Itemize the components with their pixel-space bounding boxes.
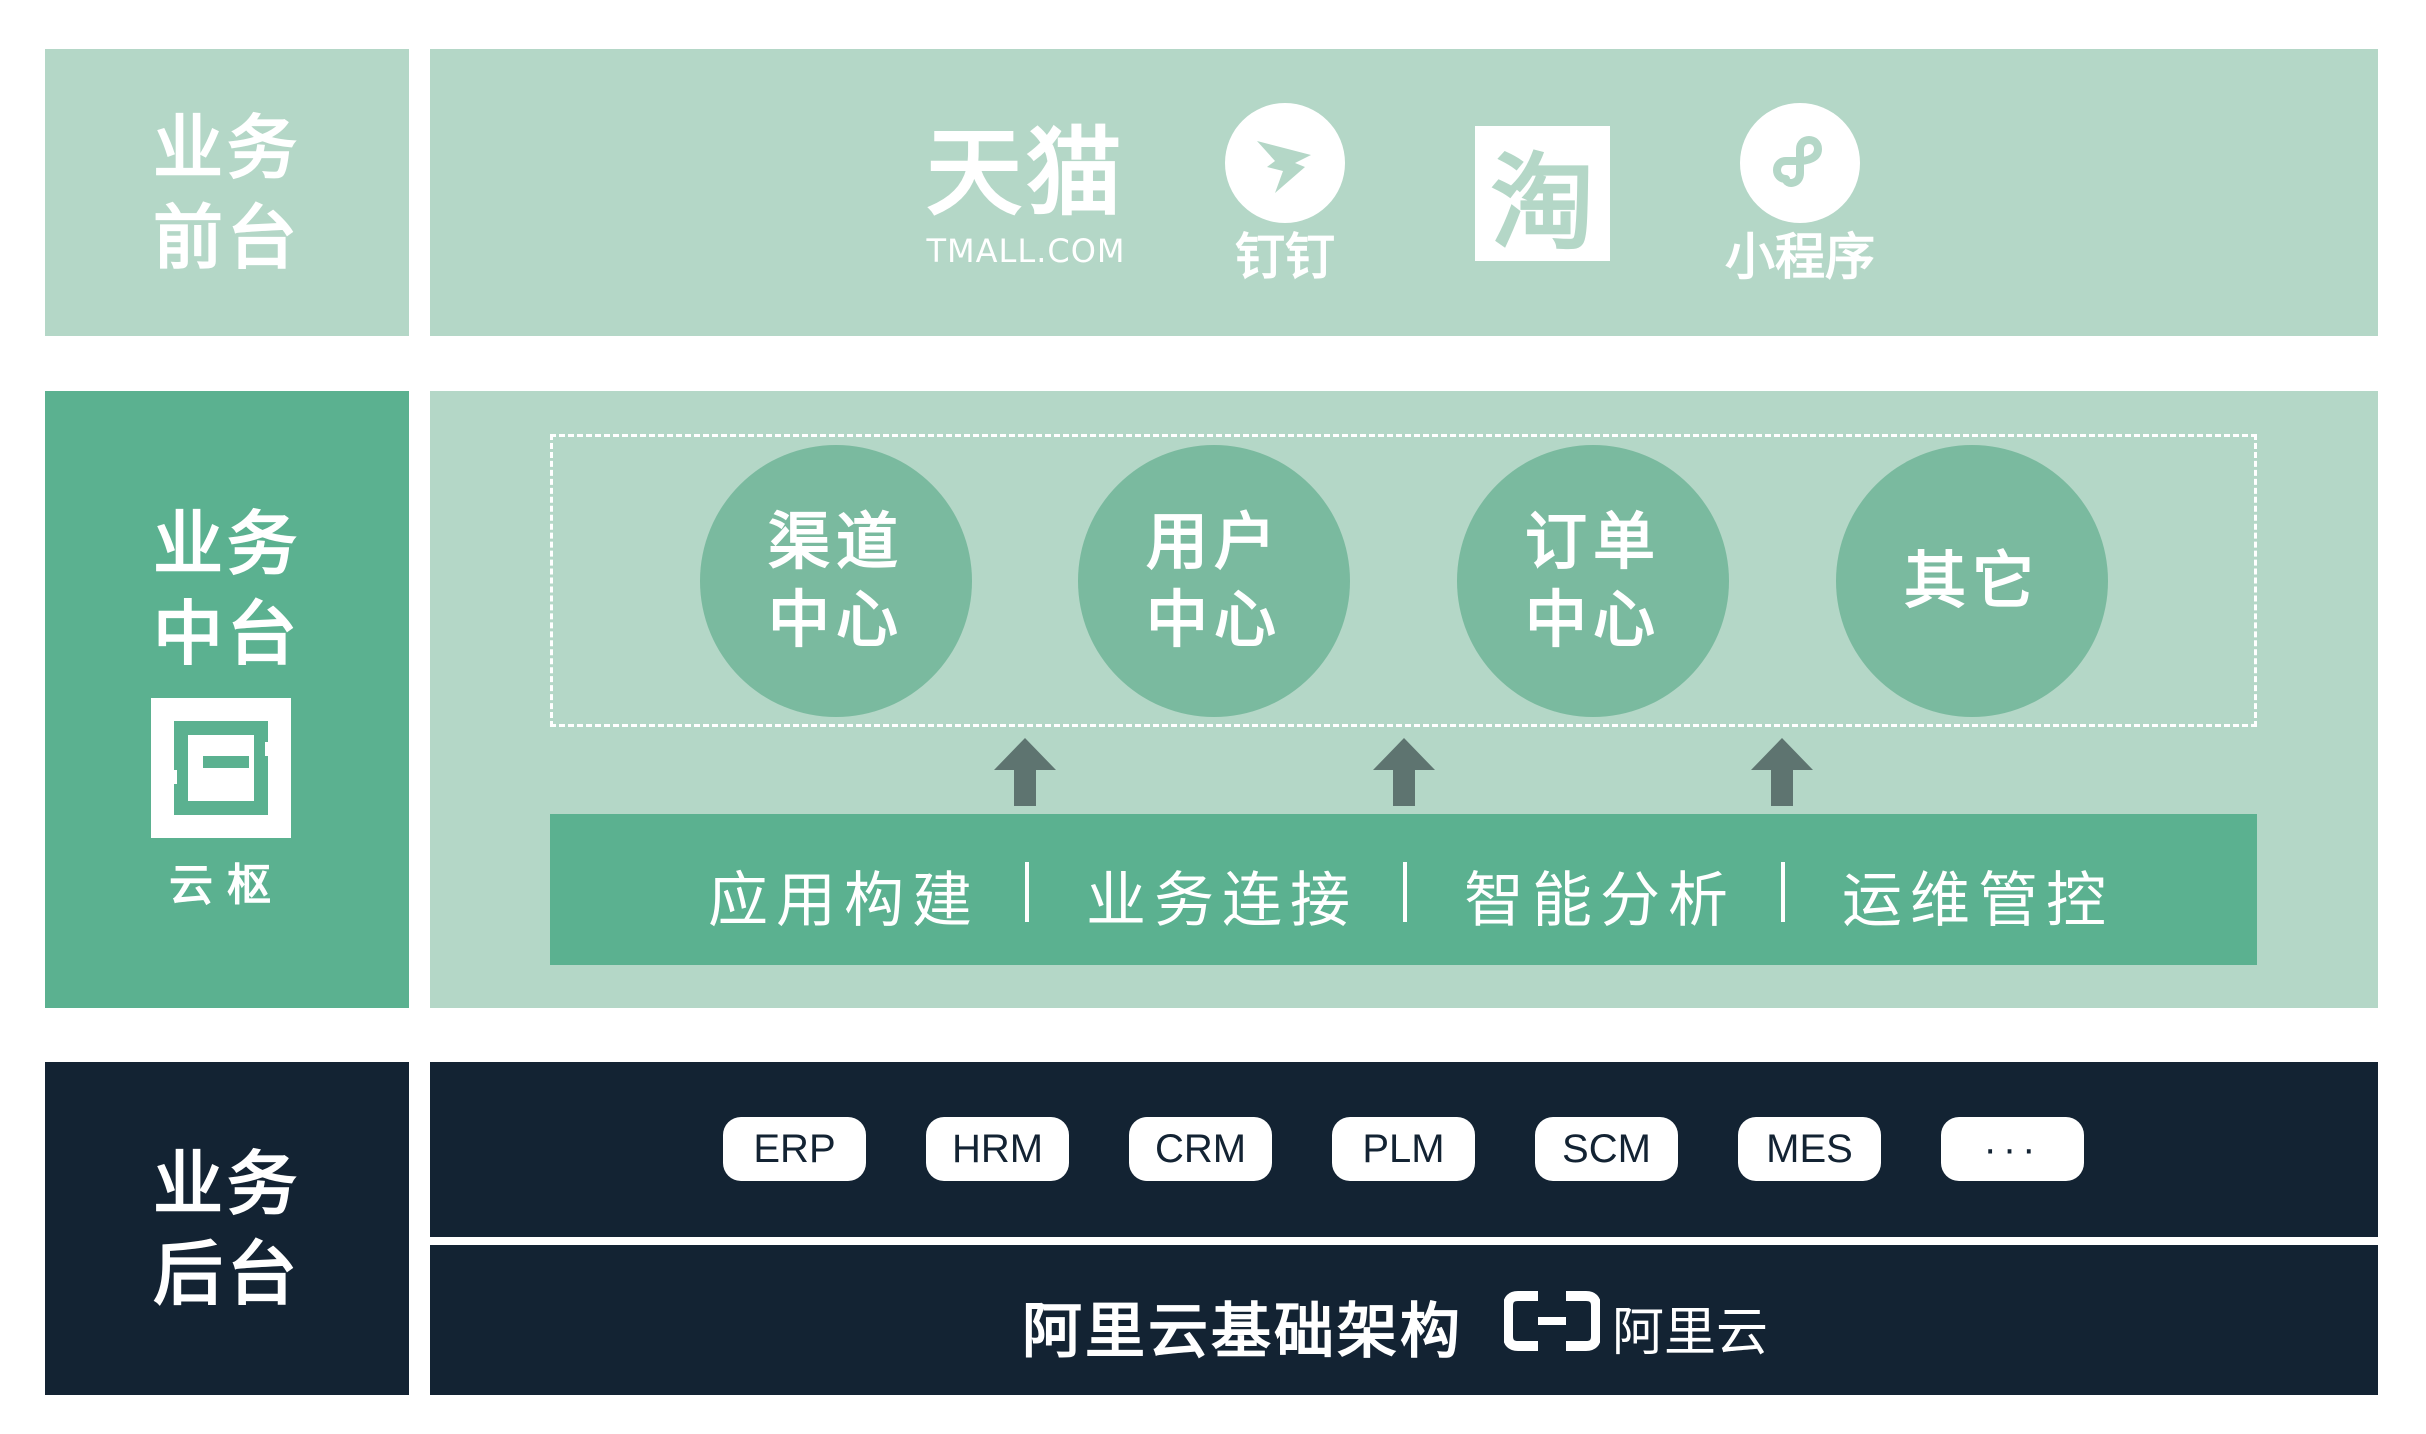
dingtalk-caption: 钉钉	[1235, 228, 1335, 286]
system-crm: CRM	[1129, 1117, 1272, 1181]
center-user-line1: 用户	[1145, 505, 1282, 578]
miniprogram-icon	[1740, 103, 1860, 223]
aliyun-logo-icon	[1504, 1291, 1600, 1351]
front-label-panel: 业务 前台	[45, 49, 409, 336]
yunshu-icon	[151, 721, 291, 815]
taobao-glyph: 淘	[1490, 142, 1595, 264]
miniprogram-caption: 小程序	[1725, 228, 1875, 286]
middle-label-line1: 业务	[153, 503, 301, 585]
center-channel: 渠道 中心	[700, 445, 972, 717]
back-label-line1: 业务	[153, 1142, 301, 1225]
system-scm: SCM	[1535, 1117, 1678, 1181]
center-order: 订单 中心	[1457, 445, 1729, 717]
tmall-logo: 天猫 TMALL.COM	[926, 118, 1126, 270]
aliyun-brand-text: 阿里云	[1612, 1303, 1769, 1363]
center-channel-line1: 渠道	[767, 505, 904, 578]
middle-label-line2: 中台	[153, 593, 301, 675]
middle-label-panel: 业务 中台 云枢	[45, 391, 409, 1008]
center-user: 用户 中心	[1078, 445, 1350, 717]
front-label-line2: 前台	[153, 196, 301, 279]
capability-separator	[1025, 862, 1029, 922]
back-label-line2: 后台	[153, 1232, 301, 1315]
center-order-line1: 订单	[1524, 505, 1661, 578]
capability-connect: 业务连接	[1086, 866, 1358, 936]
system-mes: MES	[1738, 1117, 1881, 1181]
center-other-line1: 其它	[1903, 544, 2040, 617]
capability-analytics: 智能分析	[1464, 866, 1736, 936]
dingtalk-logo: 钉钉	[1225, 103, 1345, 289]
capability-separator	[1403, 862, 1407, 922]
centers-group-outline	[550, 434, 2257, 727]
tmall-sub: TMALL.COM	[926, 232, 1126, 270]
front-content-panel	[430, 49, 2378, 336]
center-other: 其它	[1836, 445, 2108, 717]
infrastructure-label: 阿里云基础架构	[1022, 1297, 1463, 1367]
infrastructure-panel	[430, 1245, 2378, 1395]
system-hrm: HRM	[926, 1117, 1069, 1181]
center-channel-line2: 中心	[767, 583, 904, 656]
capability-build: 应用构建	[708, 866, 980, 936]
yunshu-caption: 云枢	[169, 860, 285, 911]
system-more: ···	[1941, 1117, 2084, 1181]
capability-separator	[1781, 862, 1785, 922]
system-erp: ERP	[723, 1117, 866, 1181]
up-arrow-icon	[1751, 738, 1813, 806]
capability-bar: 应用构建 业务连接 智能分析 运维管控	[550, 814, 2257, 965]
center-order-line2: 中心	[1524, 583, 1661, 656]
capability-ops: 运维管控	[1842, 866, 2114, 936]
yunshu-logo	[151, 698, 291, 838]
tmall-name: 天猫	[926, 117, 1126, 229]
system-plm: PLM	[1332, 1117, 1475, 1181]
up-arrow-icon	[1373, 738, 1435, 806]
miniprogram-logo: 小程序	[1700, 103, 1900, 289]
dingtalk-icon	[1225, 103, 1345, 223]
center-user-line2: 中心	[1145, 583, 1282, 656]
front-label-line1: 业务	[153, 106, 301, 189]
taobao-logo: 淘	[1475, 126, 1610, 264]
back-label-panel: 业务 后台	[45, 1062, 409, 1395]
up-arrow-icon	[994, 738, 1056, 806]
